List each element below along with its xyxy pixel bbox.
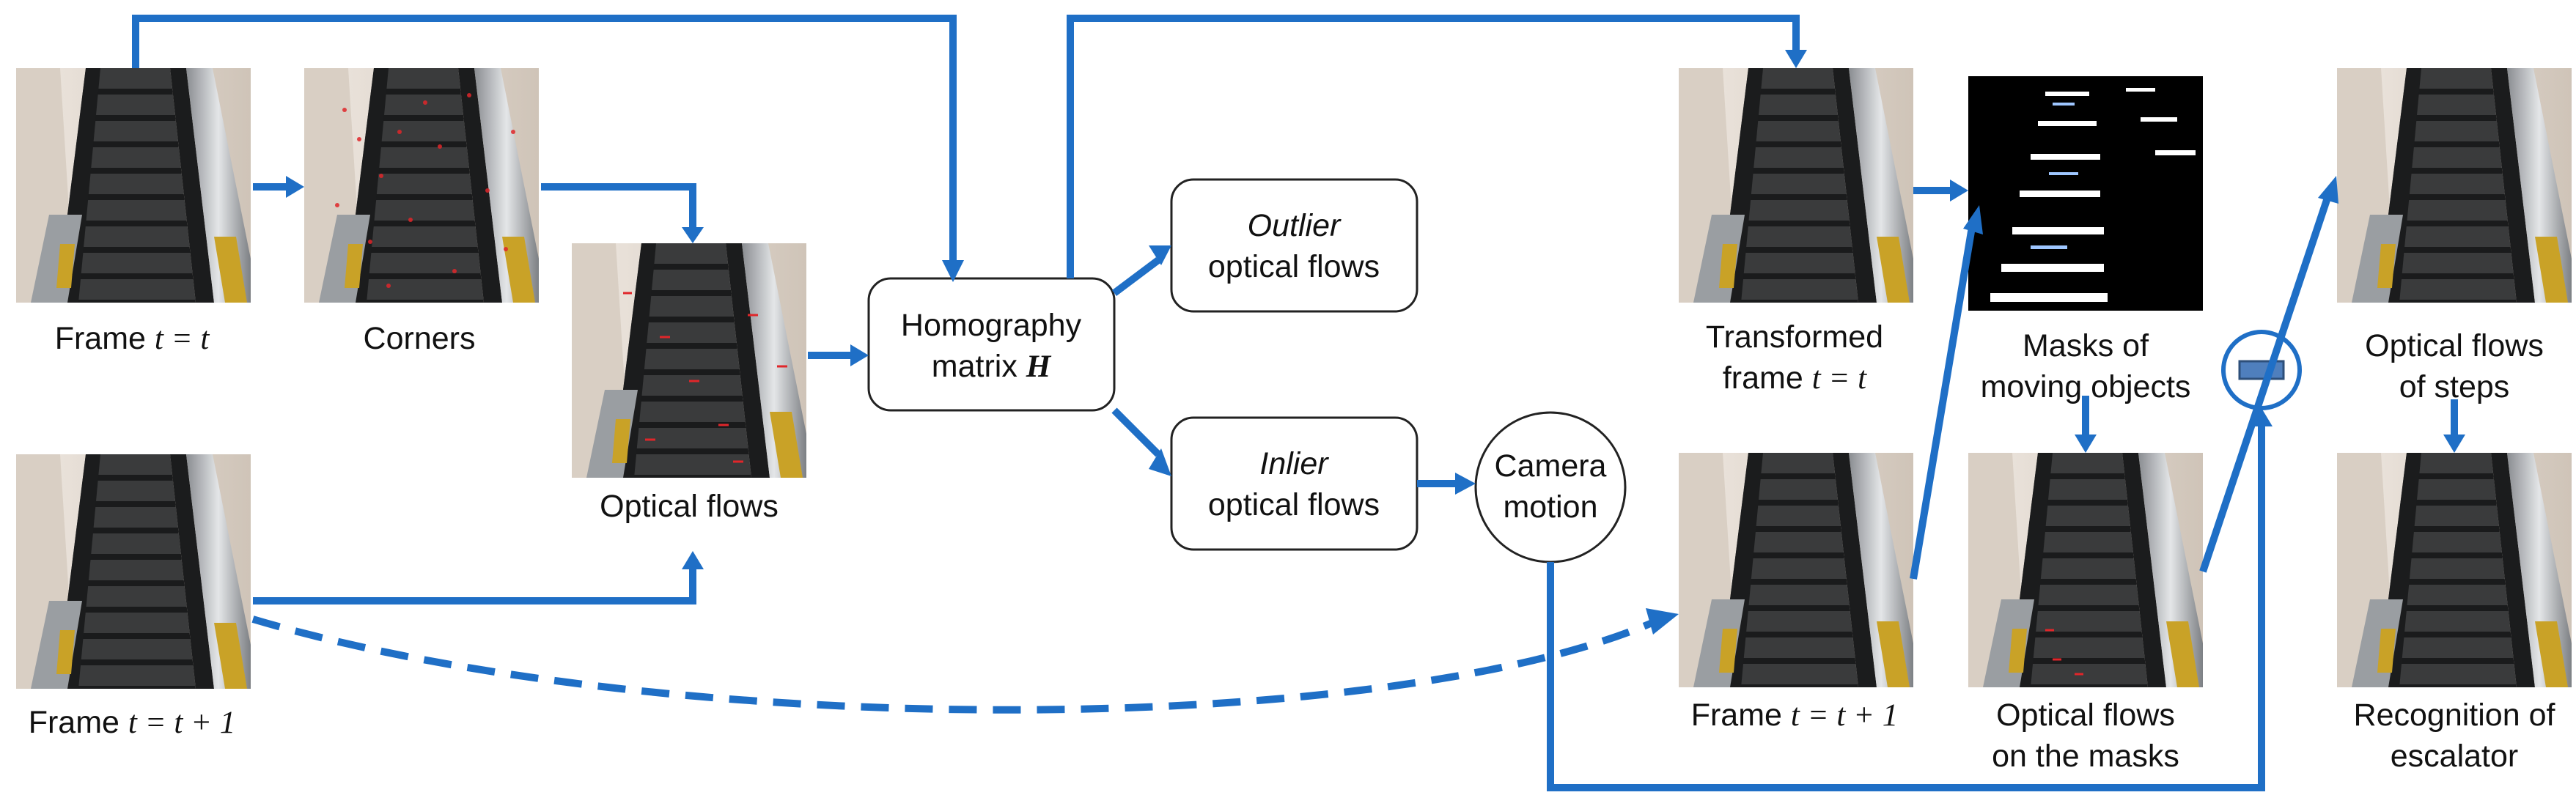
recognition-line1: Recognition of [2354, 698, 2556, 733]
homography-box [867, 277, 1116, 412]
masked-flows-line1: Optical flows [1996, 698, 2175, 733]
steps-line2: of steps [2399, 369, 2510, 404]
camera-line2: motion [1503, 489, 1597, 525]
minus-operator [2221, 330, 2302, 410]
outlier-box [1170, 178, 1418, 313]
camera-motion-node [1474, 411, 1627, 563]
image-frame-right [1679, 453, 1913, 687]
image-corners [304, 68, 539, 303]
steps-line1: Optical flows [2365, 328, 2544, 363]
camera-line1: Camera [1495, 448, 1607, 484]
homography-line1: Homography [901, 308, 1082, 343]
homography-line2: matrix H [932, 349, 1052, 384]
outlier-word: Outlier [1248, 208, 1342, 243]
masks-line1: Masks of [2023, 328, 2149, 363]
image-optical-flows [572, 243, 806, 478]
transformed-line1: Transformed [1706, 319, 1883, 355]
label-frame-right: Frame t = t + 1 [1691, 698, 1899, 733]
image-masks [1968, 76, 2203, 311]
image-transformed-frame [1679, 68, 1913, 303]
inlier-box [1170, 416, 1418, 551]
label-optical-flows: Optical flows [600, 489, 779, 524]
minus-icon [2238, 360, 2285, 380]
outlier-rest: optical flows [1208, 249, 1380, 284]
masks-line2: moving objects [1981, 369, 2191, 404]
image-masked-flows [1968, 453, 2203, 687]
masked-flows-line2: on the masks [1992, 739, 2179, 774]
transformed-line2: frame t = t [1723, 361, 1867, 396]
recognition-line2: escalator [2391, 739, 2518, 774]
image-frame-t [16, 68, 251, 303]
arrows [132, 15, 2458, 791]
inlier-word: Inlier [1259, 446, 1329, 481]
image-steps [2337, 68, 2572, 303]
arrowheads [286, 50, 2465, 635]
label-corners: Corners [364, 321, 476, 356]
inlier-rest: optical flows [1208, 487, 1380, 522]
image-frame-t-plus-1 [16, 454, 251, 689]
label-frame-t-plus-1: Frame t = t + 1 [29, 705, 236, 740]
label-frame-t: Frame t = t [55, 321, 210, 356]
image-recognition [2337, 453, 2572, 687]
